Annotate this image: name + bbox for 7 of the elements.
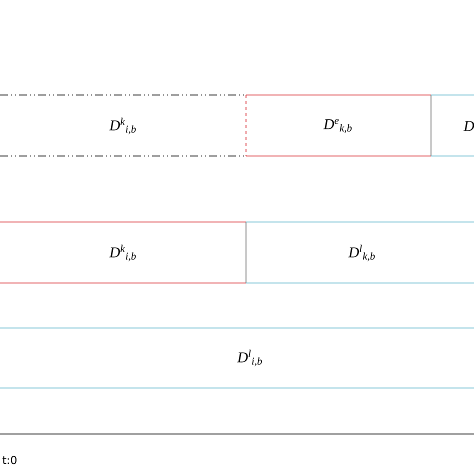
axis-label: t:0 xyxy=(2,456,16,464)
bar-segment: D$^{e}$k,b xyxy=(246,94,432,156)
bar-segment: D$^{l}$i,b xyxy=(0,328,474,388)
bar-segment: D$^{l}$k,b xyxy=(246,222,474,284)
bar-segment: D$^{k}$i,b xyxy=(0,94,246,156)
bar-segment: D xyxy=(430,94,474,156)
bar-segment: D$^{k}$i,b xyxy=(0,222,246,284)
